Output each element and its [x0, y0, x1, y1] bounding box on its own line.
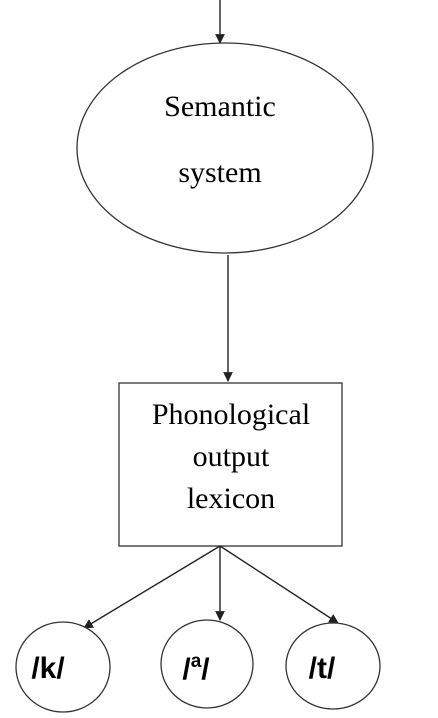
phoneme-a-label: /a/ [182, 651, 210, 686]
phonological-output-lexicon-node: Phonological output lexicon [118, 382, 343, 547]
phoneme-t-node: /t/ [285, 622, 381, 710]
semantic-system-label-line1: Semantic [164, 90, 276, 123]
phoneme-a-node: /a/ [160, 619, 254, 709]
semantic-system-label-line2: system [178, 156, 261, 189]
phoneme-a-superscript: a [191, 651, 202, 672]
phoneme-k-label: /k/ [31, 652, 65, 685]
lexicon-to-k-arrow [83, 545, 221, 629]
lexicon-label-line2: output [193, 440, 270, 473]
phoneme-t-label: /t/ [309, 652, 336, 685]
phoneme-a-circle [160, 619, 254, 709]
phoneme-k-node: /k/ [15, 621, 111, 713]
lexicon-label-line1: Phonological [152, 398, 310, 431]
lexicon-label-line3: lexicon [187, 482, 275, 515]
phoneme-t-circle [285, 622, 381, 710]
semantic-system-ellipse [76, 42, 374, 254]
lexicon-to-t-arrow [219, 545, 339, 624]
phoneme-a-close-slash: / [201, 653, 210, 686]
semantic-system-node: Semantic system [76, 42, 374, 254]
phonological-output-lexicon-box [118, 382, 343, 547]
phoneme-k-circle [15, 621, 111, 713]
phoneme-a-open-slash: / [182, 653, 191, 686]
